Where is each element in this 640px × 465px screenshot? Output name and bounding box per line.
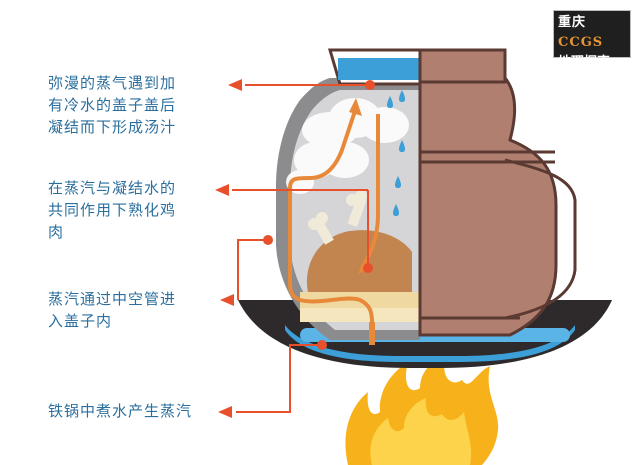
steam-path <box>288 107 374 338</box>
label-pipe-line-2: 入盖子内 <box>48 312 113 330</box>
label-boiling: 铁锅中煮水产生蒸汽 <box>48 400 192 422</box>
label-pipe: 蒸汽通过中空管进 入盖子内 <box>48 288 176 332</box>
label-condensation-line-2: 有冷水的盖子盖后 <box>48 96 177 114</box>
label-cooking-line-2: 共同作用下熟化鸡 <box>48 201 177 219</box>
steam-arrowhead <box>349 98 362 116</box>
callout-markers <box>215 79 375 418</box>
chicken <box>306 190 412 300</box>
logo-text-city: 重庆 <box>558 15 587 30</box>
chicken-body <box>306 230 412 300</box>
label-cooking-line-3: 肉 <box>48 223 65 241</box>
soup-lower <box>300 308 420 322</box>
pot-exterior-body <box>418 76 558 337</box>
logo: 重庆 CCGS 地理探索 <box>553 10 631 70</box>
label-boiling-line-1: 铁锅中煮水产生蒸汽 <box>48 402 193 420</box>
label-pipe-line-1: 蒸汽通过中空管进 <box>48 290 177 308</box>
logo-text-geo: 地理探索 <box>558 55 611 70</box>
label-condensation: 弥漫的蒸气遇到加 有冷水的盖子盖后 凝结而下形成汤汁 <box>48 72 176 138</box>
chicken-bone-2 <box>347 197 367 227</box>
fire-inner <box>370 398 472 465</box>
condensation-drops <box>387 90 405 216</box>
steam-clouds <box>286 98 409 194</box>
label-condensation-line-1: 弥漫的蒸气遇到加 <box>48 74 177 92</box>
lid-exterior <box>418 48 507 84</box>
fire-flames <box>345 356 499 465</box>
pot-exterior <box>418 76 577 337</box>
callout-lines <box>232 84 370 413</box>
label-condensation-line-3: 凝结而下形成汤汁 <box>48 118 177 136</box>
logo-text-ccgs: CCGS <box>558 35 604 50</box>
label-cooking-line-1: 在蒸汽与凝结水的 <box>48 179 177 197</box>
label-cooking: 在蒸汽与凝结水的 共同作用下熟化鸡 肉 <box>48 177 176 243</box>
lid-cold-water <box>338 58 420 80</box>
